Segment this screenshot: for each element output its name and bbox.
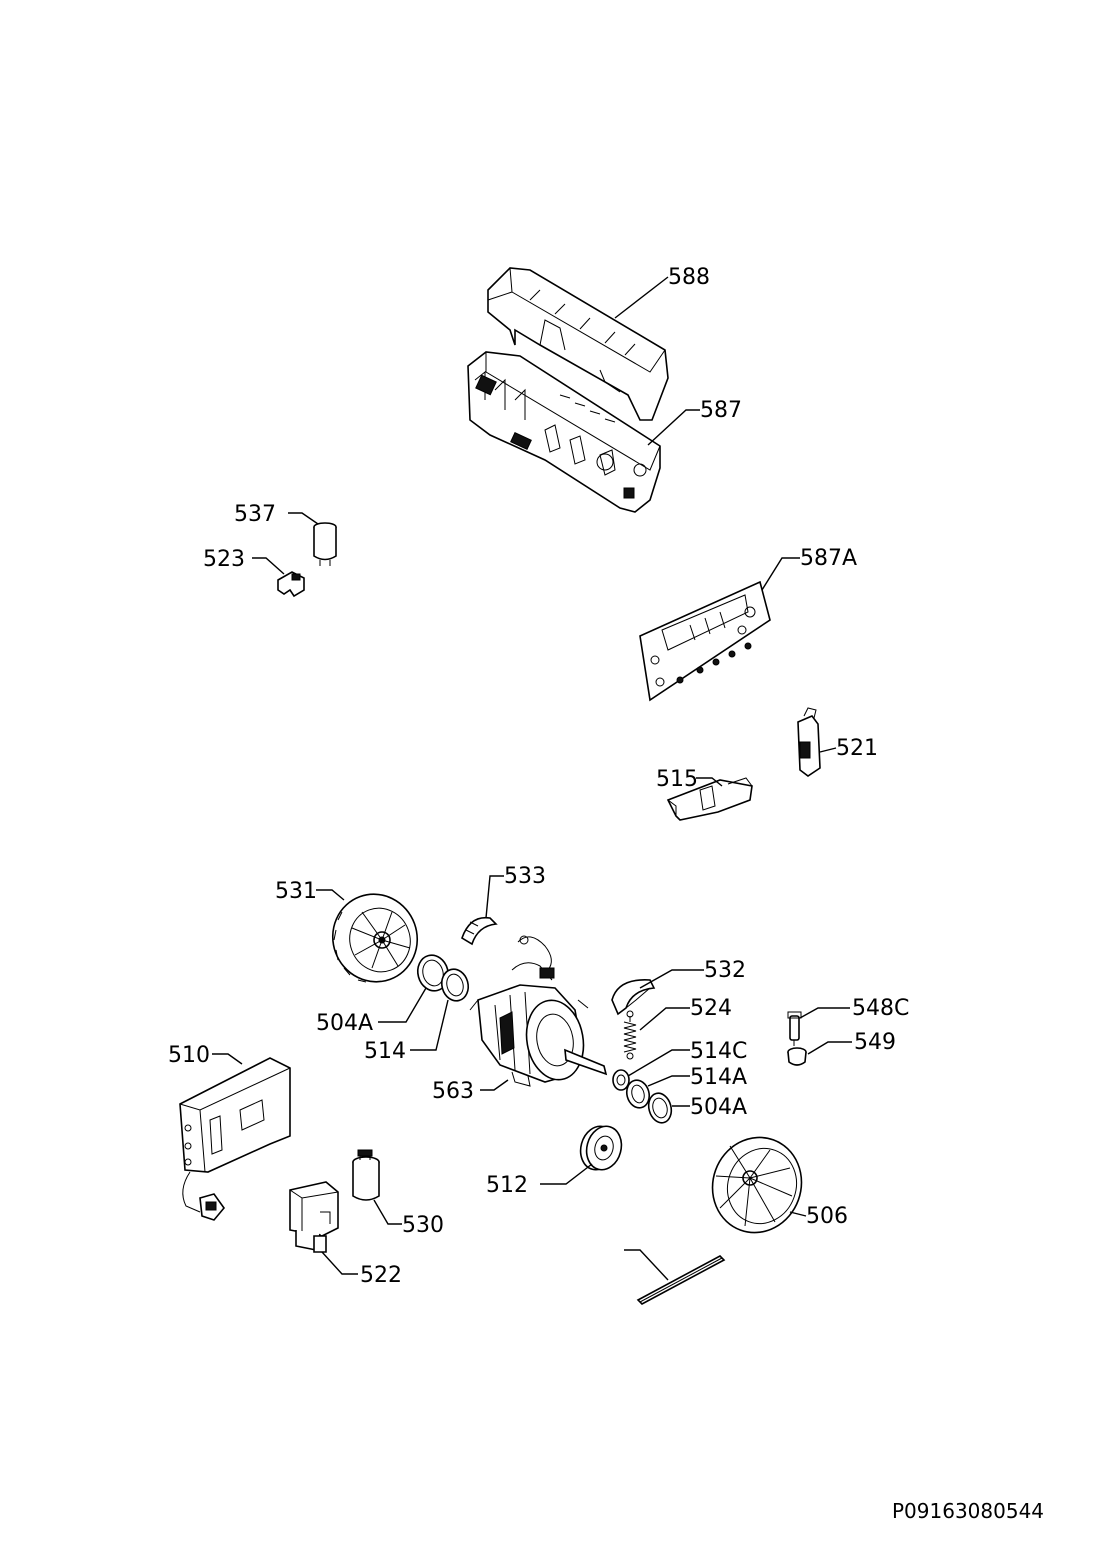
label-531: 531 — [275, 879, 317, 904]
part-588: 588 — [487, 265, 710, 421]
wiring-harness — [511, 935, 555, 981]
label-587A: 587A — [800, 546, 857, 571]
clip-icon — [277, 571, 305, 598]
capacitor-icon — [313, 522, 337, 566]
label-524: 524 — [690, 996, 732, 1021]
label-514-left: 514 — [364, 1039, 406, 1064]
part-532: 532 — [611, 958, 746, 1016]
part-587: 587 — [467, 351, 742, 513]
ring-icon — [625, 1079, 651, 1109]
ring-icon — [416, 954, 450, 992]
pump-icon — [289, 1181, 339, 1253]
label-530: 506 — [806, 1204, 848, 1229]
part-533: 533 — [461, 864, 546, 946]
label-533: 533 — [504, 864, 546, 889]
fan-wheel-icon — [331, 893, 419, 983]
part-506: 522 — [289, 1181, 402, 1288]
label-504: 563 — [432, 1079, 474, 1104]
top-cover-icon — [487, 267, 669, 421]
fan-wheel-icon — [711, 1136, 803, 1234]
reference-code: P09163080544 — [892, 1499, 1044, 1523]
switch-icon — [797, 707, 821, 777]
label-506: 522 — [360, 1263, 402, 1288]
part-514C: 514C — [612, 1039, 747, 1091]
belt-icon — [636, 1255, 726, 1305]
ring-icon — [647, 1092, 673, 1124]
sensor-icon — [787, 1011, 802, 1046]
spring-icon — [623, 1010, 637, 1060]
part-514A: 514A — [625, 1065, 747, 1109]
label-548C: 548C — [852, 996, 909, 1021]
part-548C: 548C — [787, 996, 909, 1046]
label-532: 532 — [704, 958, 746, 983]
label-563: 512 — [486, 1173, 528, 1198]
label-515: 515 — [656, 767, 698, 792]
label-504A-right: 504A — [690, 1095, 747, 1120]
label-549: 549 — [854, 1030, 896, 1055]
washer-icon — [612, 1069, 630, 1091]
label-521: 521 — [836, 736, 878, 761]
label-512: 530 — [402, 1213, 444, 1238]
part-537: 537 — [234, 502, 337, 566]
label-523: 523 — [203, 547, 245, 572]
part-504: 563 — [432, 984, 608, 1104]
label-504A-left: 504A — [316, 1011, 373, 1036]
part-512: 530 — [352, 1149, 444, 1238]
motor-icon — [469, 984, 608, 1087]
pump-housing-icon — [179, 1057, 291, 1221]
part-587A: 587A — [639, 546, 857, 702]
part-504A-left: 504A — [316, 954, 450, 1036]
label-587: 587 — [700, 398, 742, 423]
label-510: 510 — [168, 1043, 210, 1068]
grommet-icon — [787, 1047, 807, 1066]
ring-icon — [440, 968, 470, 1002]
part-531: 531 — [275, 879, 419, 983]
pulley-icon — [579, 1125, 623, 1171]
label-588: 588 — [668, 265, 710, 290]
bracket-icon — [666, 777, 753, 821]
part-549: 549 — [787, 1030, 896, 1066]
control-module-icon — [467, 351, 661, 513]
part-504A-right: 504A — [647, 1092, 747, 1124]
circuit-board-icon — [639, 580, 771, 702]
label-514C: 514C — [690, 1039, 747, 1064]
part-510: 510 — [168, 1043, 291, 1221]
part-521: 521 — [797, 707, 878, 777]
part-524: 524 — [623, 996, 732, 1060]
motor-cover-icon — [611, 979, 656, 1016]
part-515: 515 — [656, 767, 753, 821]
part-530: 506 — [711, 1136, 848, 1234]
clamp-icon — [461, 916, 498, 946]
label-537: 537 — [234, 502, 276, 527]
part-514-left: 514 — [364, 968, 470, 1064]
part-523: 523 — [203, 547, 305, 598]
part-563: 512 — [486, 1125, 623, 1198]
part-522 — [624, 1249, 726, 1305]
capacitor-icon — [352, 1149, 380, 1201]
label-514A: 514A — [690, 1065, 747, 1090]
